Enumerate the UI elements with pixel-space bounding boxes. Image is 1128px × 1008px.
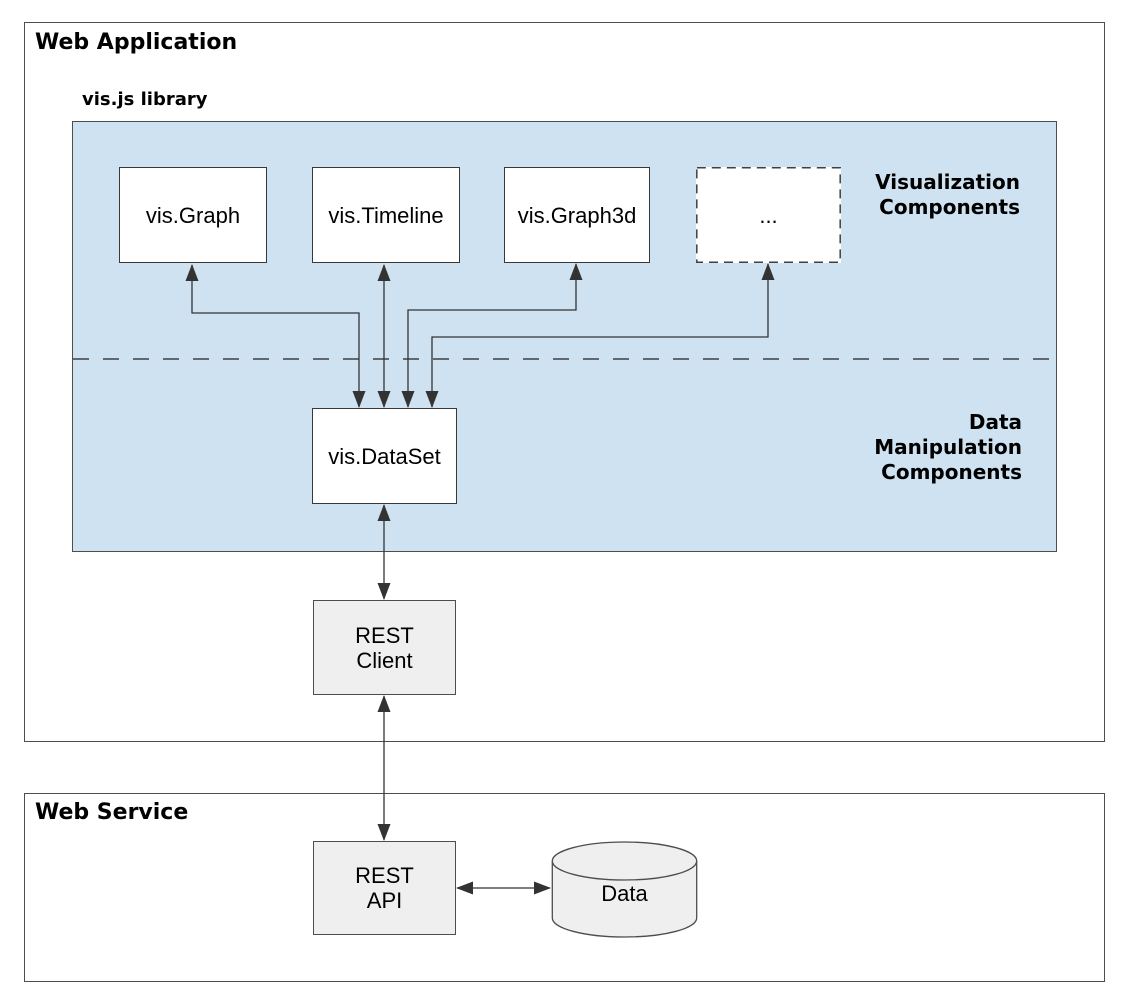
node-vis-dataset: vis.DataSet (312, 408, 457, 504)
node-rest-api: REST API (313, 841, 456, 935)
web-application-title: Web Application (35, 30, 238, 55)
node-data-store-label: Data (601, 881, 648, 906)
node-vis-graph3d-label: vis.Graph3d (517, 202, 637, 228)
node-vis-graph3d: vis.Graph3d (504, 167, 650, 263)
node-rest-client: REST Client (313, 600, 456, 695)
node-more-components: ... (696, 167, 841, 263)
node-data-store: Data (551, 841, 698, 938)
database-cylinder-icon (551, 841, 698, 938)
node-vis-timeline-label: vis.Timeline (328, 202, 444, 228)
node-rest-api-label: REST API (355, 863, 414, 913)
visualization-components-label: Visualization Components (875, 170, 1020, 219)
visjs-library-label: vis.js library (82, 89, 208, 110)
web-service-title: Web Service (35, 800, 189, 825)
node-vis-dataset-label: vis.DataSet (328, 443, 441, 469)
node-more-components-label: ... (759, 202, 778, 228)
node-vis-graph: vis.Graph (119, 167, 267, 263)
node-vis-timeline: vis.Timeline (312, 167, 460, 263)
dashed-box-border (696, 167, 841, 263)
data-manipulation-components-label: Data Manipulation Components (874, 410, 1022, 484)
node-rest-client-label: REST Client (355, 622, 414, 673)
node-vis-graph-label: vis.Graph (145, 202, 241, 228)
